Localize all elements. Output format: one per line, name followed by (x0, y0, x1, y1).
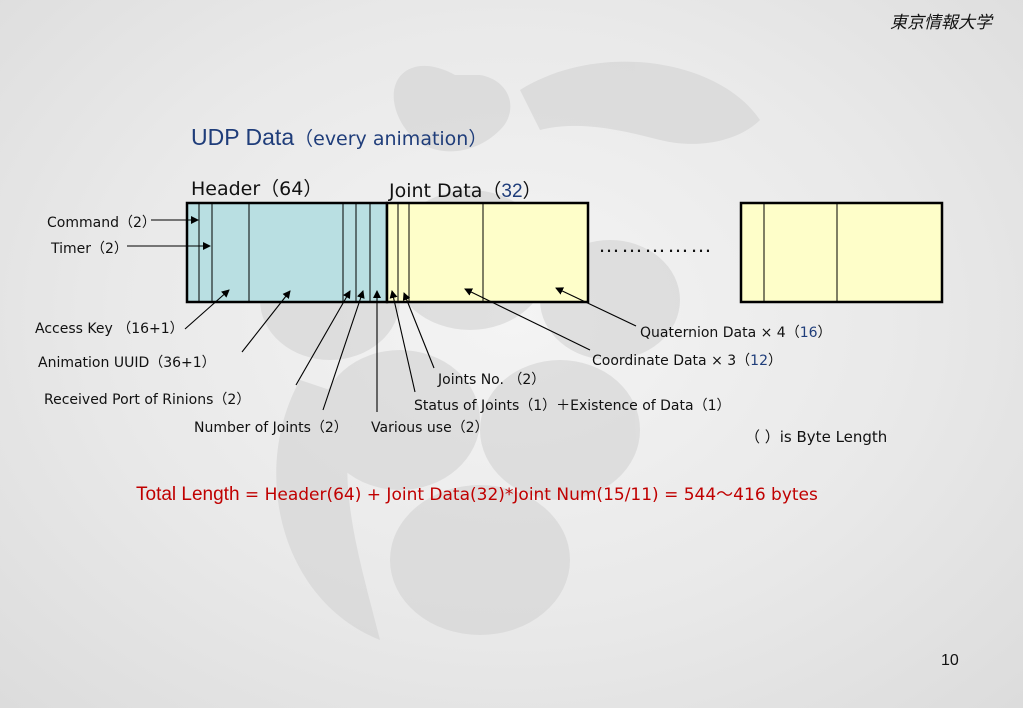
received-port-arrow (295, 290, 351, 386)
last-joint-block (739, 201, 944, 304)
joint-data-label: Joint Data（32） (389, 180, 542, 202)
byte-length-note: （ ）is Byte Length (745, 428, 888, 446)
various-use-label: Various use（2） (371, 420, 489, 436)
status-arrow (389, 290, 416, 393)
timer-label: Timer（2） (51, 241, 128, 257)
total-length-formula: Total Length = Header(64) + Joint Data(3… (136, 484, 818, 505)
joints-no-label: Joints No. （2） (438, 372, 546, 388)
access-key-arrow (184, 289, 230, 330)
university-name: 東京情報大学 (890, 13, 992, 33)
coordinate-label: Coordinate Data × 3（12） (592, 353, 782, 369)
coordinate-arrow (464, 288, 591, 351)
command-label: Command（2） (47, 215, 156, 231)
slide-title: UDP Data（every animation） (191, 124, 487, 151)
received-port-label: Received Port of Rinions（2） (44, 392, 251, 408)
joint-block (385, 201, 590, 304)
header-label: Header（64） (191, 178, 323, 200)
number-of-joints-arrow (322, 290, 365, 411)
ellipsis: …………… (598, 232, 713, 257)
quaternion-arrow (555, 287, 637, 327)
page-number: 10 (941, 652, 959, 669)
title-sub: （every animation） (294, 128, 488, 150)
animation-uuid-arrow (241, 290, 291, 353)
title-main: UDP Data (191, 124, 295, 150)
access-key-label: Access Key （16+1） (35, 321, 184, 337)
joints-no-arrow (402, 292, 435, 369)
number-of-joints-label: Number of Joints（2） (194, 420, 348, 436)
status-label: Status of Joints（1）＋Existence of Data（1） (414, 398, 731, 414)
animation-uuid-label: Animation UUID（36+1） (38, 355, 216, 371)
quaternion-label: Quaternion Data × 4（16） (640, 325, 832, 341)
header-block (185, 201, 389, 304)
